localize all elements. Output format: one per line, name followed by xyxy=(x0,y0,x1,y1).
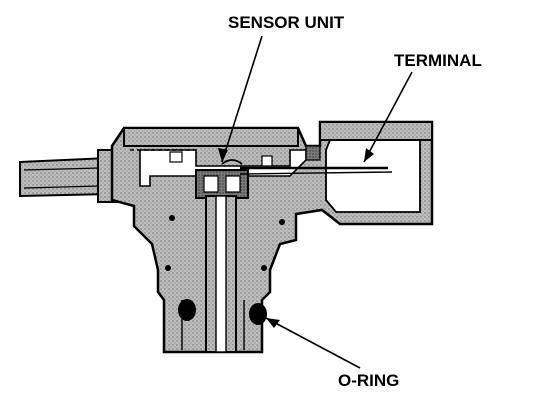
leader-lines xyxy=(218,35,413,369)
o-ring-label: O-RING xyxy=(338,371,399,390)
surface-dimples xyxy=(165,215,285,271)
pressure-bore xyxy=(181,195,245,353)
terminal-pin xyxy=(239,166,393,175)
o-rings xyxy=(178,299,267,325)
sensor-unit-label: SENSOR UNIT xyxy=(228,13,345,32)
terminal-label: TERMINAL xyxy=(394,51,482,70)
hose-nipple xyxy=(19,149,119,203)
sensor-housing xyxy=(110,120,434,354)
